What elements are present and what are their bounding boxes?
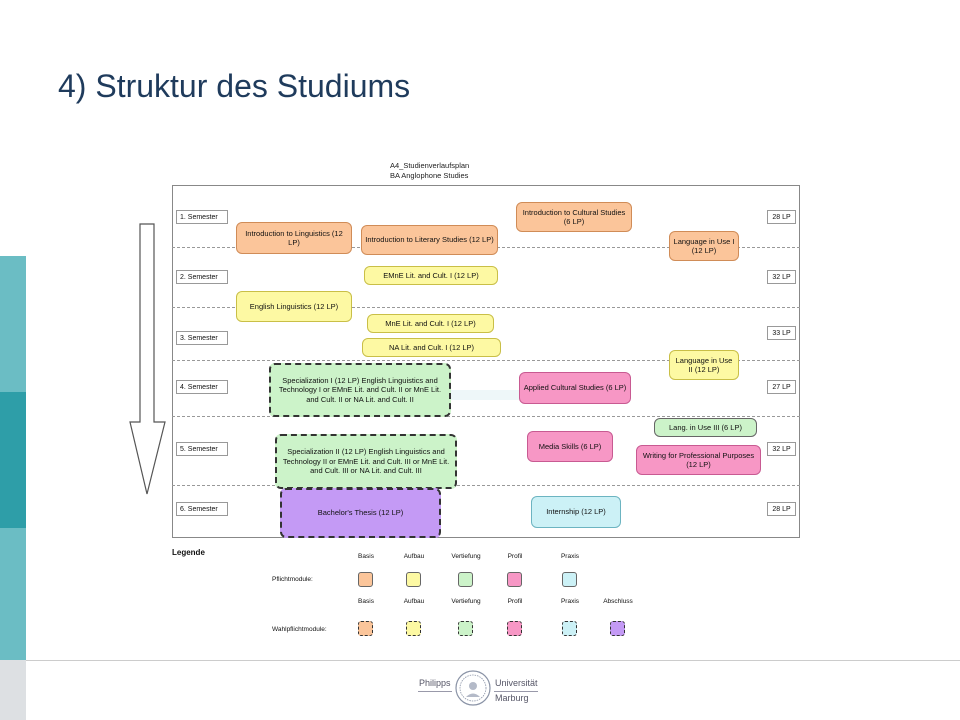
legend-swatch-abschluss-wahl [610,621,625,636]
module-media-skills: Media Skills (6 LP) [527,431,613,462]
legend-swatch-aufbau-wahl [406,621,421,636]
module-emne-lit: EMnE Lit. and Cult. I (12 LP) [364,266,498,285]
lp-label-3: 33 LP [767,326,796,340]
legend-swatch-praxis [562,572,577,587]
logo-divider-left [418,691,452,692]
connector-band [450,390,520,400]
module-mne-lit: MnE Lit. and Cult. I (12 LP) [367,314,494,333]
logo-text-marburg: Marburg [495,693,529,703]
semester-label-3: 3. Semester [176,331,228,345]
semester-label-5: 5. Semester [176,442,228,456]
legend-swatch-vertiefung-wahl [458,621,473,636]
module-language-use-3: Lang. in Use III (6 LP) [654,418,757,437]
module-language-use-1: Language in Use I (12 LP) [669,231,739,261]
sidebar-segment-4 [0,660,26,720]
legend-swatch-aufbau [406,572,421,587]
module-internship: Internship (12 LP) [531,496,621,528]
legend-swatch-profil [507,572,522,587]
semester-label-6: 6. Semester [176,502,228,516]
module-writing-professional: Writing for Professional Purposes (12 LP… [636,445,761,475]
time-arrow-icon [129,223,166,495]
legend-head-profil-2: Profil [507,598,523,605]
module-applied-cultural: Applied Cultural Studies (6 LP) [519,372,631,404]
legend-head-praxis-2: Praxis [560,598,580,605]
semester-divider [172,416,800,417]
module-language-use-2: Language in Use II (12 LP) [669,350,739,380]
module-na-lit: NA Lit. and Cult. I (12 LP) [362,338,501,357]
module-intro-literary: Introduction to Literary Studies (12 LP) [361,225,498,255]
semester-divider [172,307,800,308]
legend-head-praxis: Praxis [560,553,580,560]
module-specialization-2: Specialization II (12 LP) English Lingui… [275,434,457,489]
plan-caption-2: BA Anglophone Studies [390,171,469,180]
footer-divider [26,660,960,661]
legend-head-profil: Profil [507,553,523,560]
legend-swatch-basis-wahl [358,621,373,636]
legend-wahl-label: Wahlpflichtmodule: [272,626,327,633]
legend-swatch-praxis-wahl [562,621,577,636]
module-intro-cultural: Introduction to Cultural Studies (6 LP) [516,202,632,232]
legend-swatch-vertiefung [458,572,473,587]
legend-head-vertiefung-2: Vertiefung [451,598,481,605]
legend-head-basis: Basis [358,553,374,560]
plan-caption-1: A4_Studienverlaufsplan [390,161,470,170]
logo-text-philipps: Philipps [419,678,451,688]
sidebar-segment-2 [0,392,26,528]
module-bachelor-thesis: Bachelor's Thesis (12 LP) [280,488,441,538]
legend-head-aufbau: Aufbau [403,553,425,560]
legend-pflicht-label: Pflichtmodule: [272,576,313,583]
semester-label-4: 4. Semester [176,380,228,394]
legend-swatch-profil-wahl [507,621,522,636]
legend-title: Legende [172,548,205,557]
legend-swatch-basis [358,572,373,587]
semester-label-2: 2. Semester [176,270,228,284]
legend-head-basis-2: Basis [358,598,374,605]
lp-label-2: 32 LP [767,270,796,284]
legend-head-abschluss: Abschluss [603,598,633,605]
lp-label-4: 27 LP [767,380,796,394]
module-english-linguistics: English Linguistics (12 LP) [236,291,352,322]
logo-divider-right [494,691,538,692]
semester-divider [172,485,800,486]
semester-divider [172,360,800,361]
slide-title: 4) Struktur des Studiums [58,68,411,104]
lp-label-1: 28 LP [767,210,796,224]
module-specialization-1: Specialization I (12 LP) English Linguis… [269,363,451,417]
logo-text-universitaet: Universität [495,678,538,688]
semester-label-1: 1. Semester [176,210,228,224]
lp-label-5: 32 LP [767,442,796,456]
university-seal-icon [455,670,491,706]
legend-head-vertiefung: Vertiefung [451,553,481,560]
legend-head-aufbau-2: Aufbau [403,598,425,605]
module-intro-linguistics: Introduction to Linguistics (12 LP) [236,222,352,254]
lp-label-6: 28 LP [767,502,796,516]
sidebar-segment-3 [0,528,26,660]
sidebar-segment-1 [0,256,26,392]
